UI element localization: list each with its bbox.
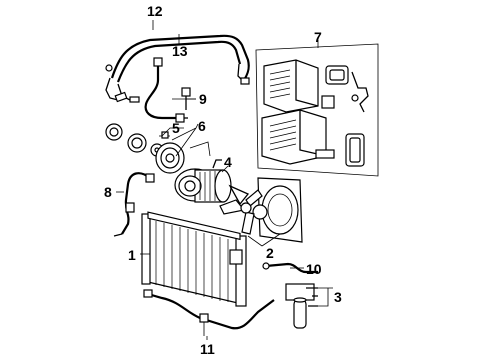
callout-1: 1 (128, 247, 136, 263)
liquid-line-11 (143, 289, 275, 336)
callout-9: 9 (199, 91, 207, 107)
callout-2: 2 (266, 245, 274, 261)
callout-12: 12 (147, 3, 163, 19)
clutch-pulley-parts (105, 123, 211, 174)
callout-7: 7 (314, 29, 322, 45)
callout-11: 11 (200, 341, 215, 357)
callout-labels: 12 13 9 5 6 4 8 1 2 7 10 3 11 (104, 3, 342, 357)
callout-3: 3 (334, 289, 342, 305)
callout-4: 4 (224, 154, 232, 170)
receiver-drier-parts (262, 262, 318, 329)
callout-8: 8 (104, 184, 112, 200)
callout-10: 10 (306, 261, 322, 277)
suction-discharge-hose-assembly (105, 34, 250, 103)
condenser (141, 211, 247, 307)
callout-6: 6 (198, 118, 206, 134)
leader-lines (116, 20, 333, 340)
condenser-fan-assembly (219, 177, 303, 243)
compressor (174, 159, 232, 203)
hose-8 (113, 172, 155, 237)
hvac-unit (255, 43, 379, 177)
hose-9 (144, 57, 196, 123)
callout-5: 5 (172, 120, 180, 136)
callout-13: 13 (172, 43, 188, 59)
